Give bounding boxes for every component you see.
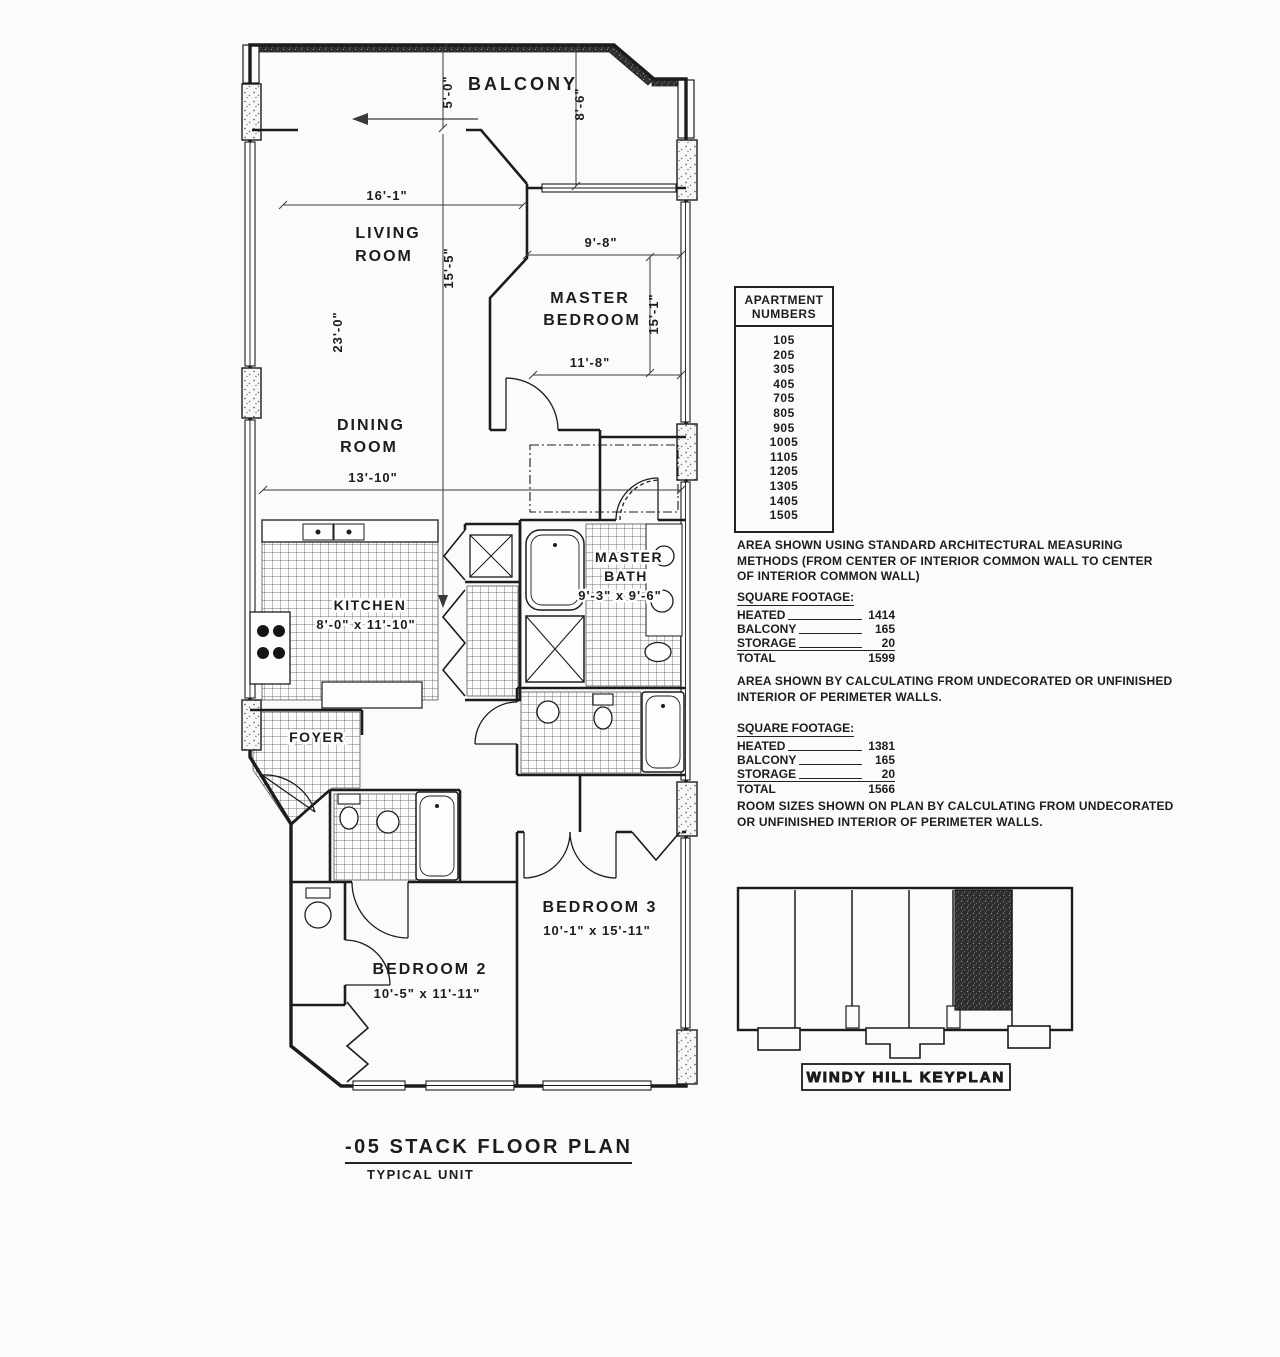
bedroom2-dim: 10'-5" x 11'-11" — [374, 986, 481, 1001]
apartment-number: 1505 — [769, 508, 799, 523]
bath2-fixtures — [536, 691, 685, 773]
interior-walls — [250, 128, 686, 1086]
apartment-number: 1305 — [769, 478, 799, 493]
apartment-numbers-header: APARTMENT NUMBERS — [736, 288, 832, 327]
apartment-number: 1005 — [769, 435, 799, 450]
dimension-labels: 16'-1" 9'-8" 11'-8" 13'-10" 5'-0" 8'-6" … — [330, 75, 661, 485]
master-bath-label-1: MASTER — [595, 549, 663, 565]
dim-9-8: 9'-8" — [584, 235, 617, 250]
bedroom3-label: BEDROOM 3 — [543, 899, 658, 916]
dim-5-0: 5'-0" — [440, 75, 455, 108]
square-footage-heading-2: SQUARE FOOTAGE: — [737, 721, 855, 737]
dim-15-1: 15'-1" — [646, 293, 661, 334]
note-room-sizes: ROOM SIZES SHOWN ON PLAN BY CALCULATING … — [737, 799, 1174, 829]
apartment-number: 1105 — [769, 449, 799, 464]
keyplan-drawing: WINDY HILL KEYPLAN — [736, 886, 1074, 1091]
master-bath-dim: 9'-3" x 9'-6" — [578, 588, 662, 603]
master-bath-label-2: BATH — [604, 568, 648, 584]
title-block: -05 STACK FLOOR PLAN TYPICAL UNIT — [345, 1136, 633, 1182]
living-room-label-2: ROOM — [355, 248, 413, 265]
keyplan-label-box — [801, 1063, 1011, 1091]
apartment-numbers-table: APARTMENT NUMBERS 105 205 305 405 705 80… — [734, 286, 834, 533]
columns-and-windows — [241, 83, 698, 1091]
apartment-number: 205 — [773, 347, 795, 362]
living-room-label-1: LIVING — [355, 225, 420, 242]
keyplan-highlighted-unit — [954, 889, 1013, 1011]
square-footage-heading: SQUARE FOOTAGE: — [737, 590, 855, 606]
dining-room-label-1: DINING — [337, 417, 405, 434]
dim-23-0: 23'-0" — [330, 311, 345, 352]
apartment-number: 305 — [773, 362, 795, 377]
dim-11-8: 11'-8" — [570, 355, 611, 370]
dim-8-6: 8'-6" — [572, 87, 587, 120]
dimension-lines — [258, 43, 686, 608]
dim-15-5: 15'-5" — [441, 247, 456, 288]
sheet-title: -05 STACK FLOOR PLAN — [345, 1136, 633, 1164]
kitchen-fixtures — [249, 519, 439, 709]
bifold-doors — [345, 529, 681, 1083]
sheet-subtitle: TYPICAL UNIT — [367, 1167, 475, 1182]
apartment-number: 705 — [773, 391, 795, 406]
kitchen-dim: 8'-0" x 11'-10" — [316, 617, 415, 632]
apartment-number: 1205 — [769, 464, 799, 479]
apartment-number: 805 — [773, 405, 795, 420]
kitchen-label: KITCHEN — [334, 597, 407, 613]
walkin-closet-outline — [529, 444, 679, 513]
note-measuring-methods: AREA SHOWN USING STANDARD ARCHITECTURAL … — [737, 538, 1153, 583]
room-labels: BALCONY LIVING ROOM MASTER BEDROOM DININ… — [287, 74, 664, 1001]
dim-16-1: 16'-1" — [366, 188, 407, 203]
bedroom2-label: BEDROOM 2 — [373, 961, 488, 978]
master-bedroom-label-1: MASTER — [550, 290, 630, 307]
apartment-number: 905 — [773, 420, 795, 435]
dim-13-10: 13'-10" — [348, 470, 398, 485]
apartment-number: 105 — [773, 333, 795, 347]
keyplan-label: WINDY HILL KEYPLAN — [807, 1069, 1006, 1086]
apartment-number: 405 — [773, 376, 795, 391]
apartment-numbers-list: 105 205 305 405 705 805 905 1005 1105 12… — [736, 327, 832, 531]
master-bath-fixtures — [469, 523, 683, 683]
foyer-label: FOYER — [289, 729, 345, 745]
balcony-label: BALCONY — [468, 74, 578, 94]
dining-room-label-2: ROOM — [340, 439, 398, 456]
apartment-number: 1405 — [769, 493, 799, 508]
bedroom3-dim: 10'-1" x 15'-11" — [543, 923, 651, 938]
note-perimeter-walls: AREA SHOWN BY CALCULATING FROM UNDECORAT… — [737, 674, 1173, 704]
master-bedroom-label-2: BEDROOM — [543, 312, 641, 329]
bath3-fixtures — [304, 791, 459, 929]
